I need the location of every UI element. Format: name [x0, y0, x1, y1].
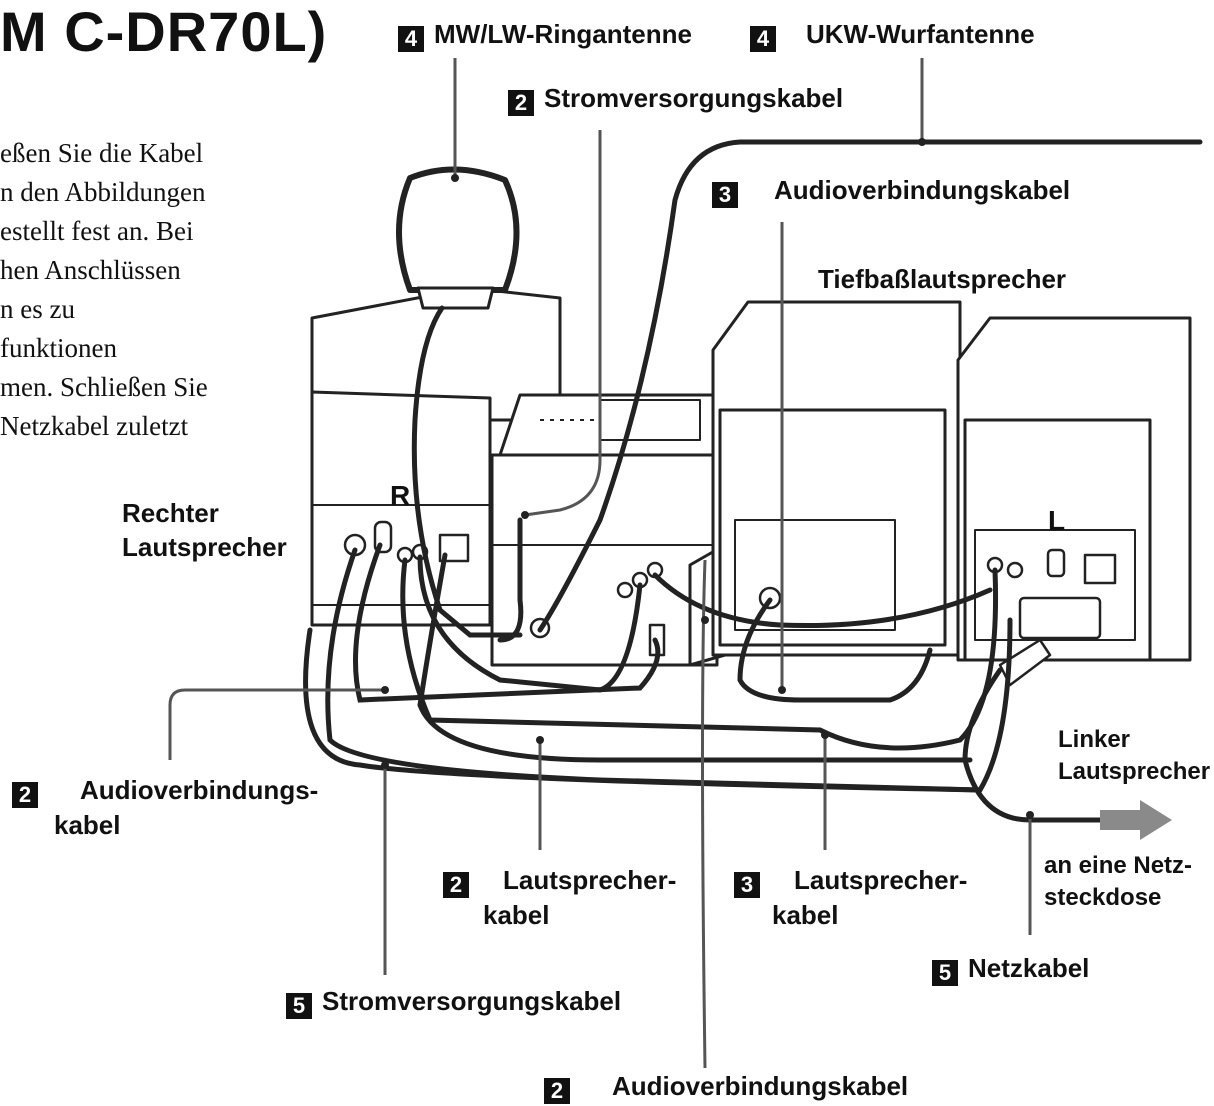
intro-line: Netzkabel zuletzt: [0, 411, 189, 441]
intro-line: estellt fest an. Bei: [0, 216, 194, 246]
model-title: M C-DR70L): [0, 0, 328, 63]
intro-line: funktionen: [0, 333, 117, 363]
main-unit: [490, 393, 727, 667]
intro-line: n es zu: [0, 294, 75, 324]
loop-antenna: [396, 166, 520, 310]
intro-line: men. Schließen Sie: [0, 372, 208, 402]
leader-dots: [381, 138, 1034, 819]
label-wall-socket: an eine Netz-steckdose: [1044, 852, 1193, 911]
speaker-l-mark: L: [1048, 505, 1066, 536]
intro-line: eßen Sie die Kabel: [0, 138, 204, 168]
label-subwoofer: Tiefbaßlautsprecher: [818, 264, 1067, 294]
intro-line: n den Abbildungen: [0, 177, 206, 207]
arrow-icon: [1100, 800, 1172, 840]
subwoofer: [711, 300, 962, 657]
leader-lines: [168, 58, 1032, 1069]
intro-line: hen Anschlüssen: [0, 255, 181, 285]
speaker-r-mark: R: [390, 480, 411, 511]
intro-text: eßen Sie die Kabel n den Abbildungen est…: [0, 134, 300, 446]
cables: [303, 139, 1203, 823]
